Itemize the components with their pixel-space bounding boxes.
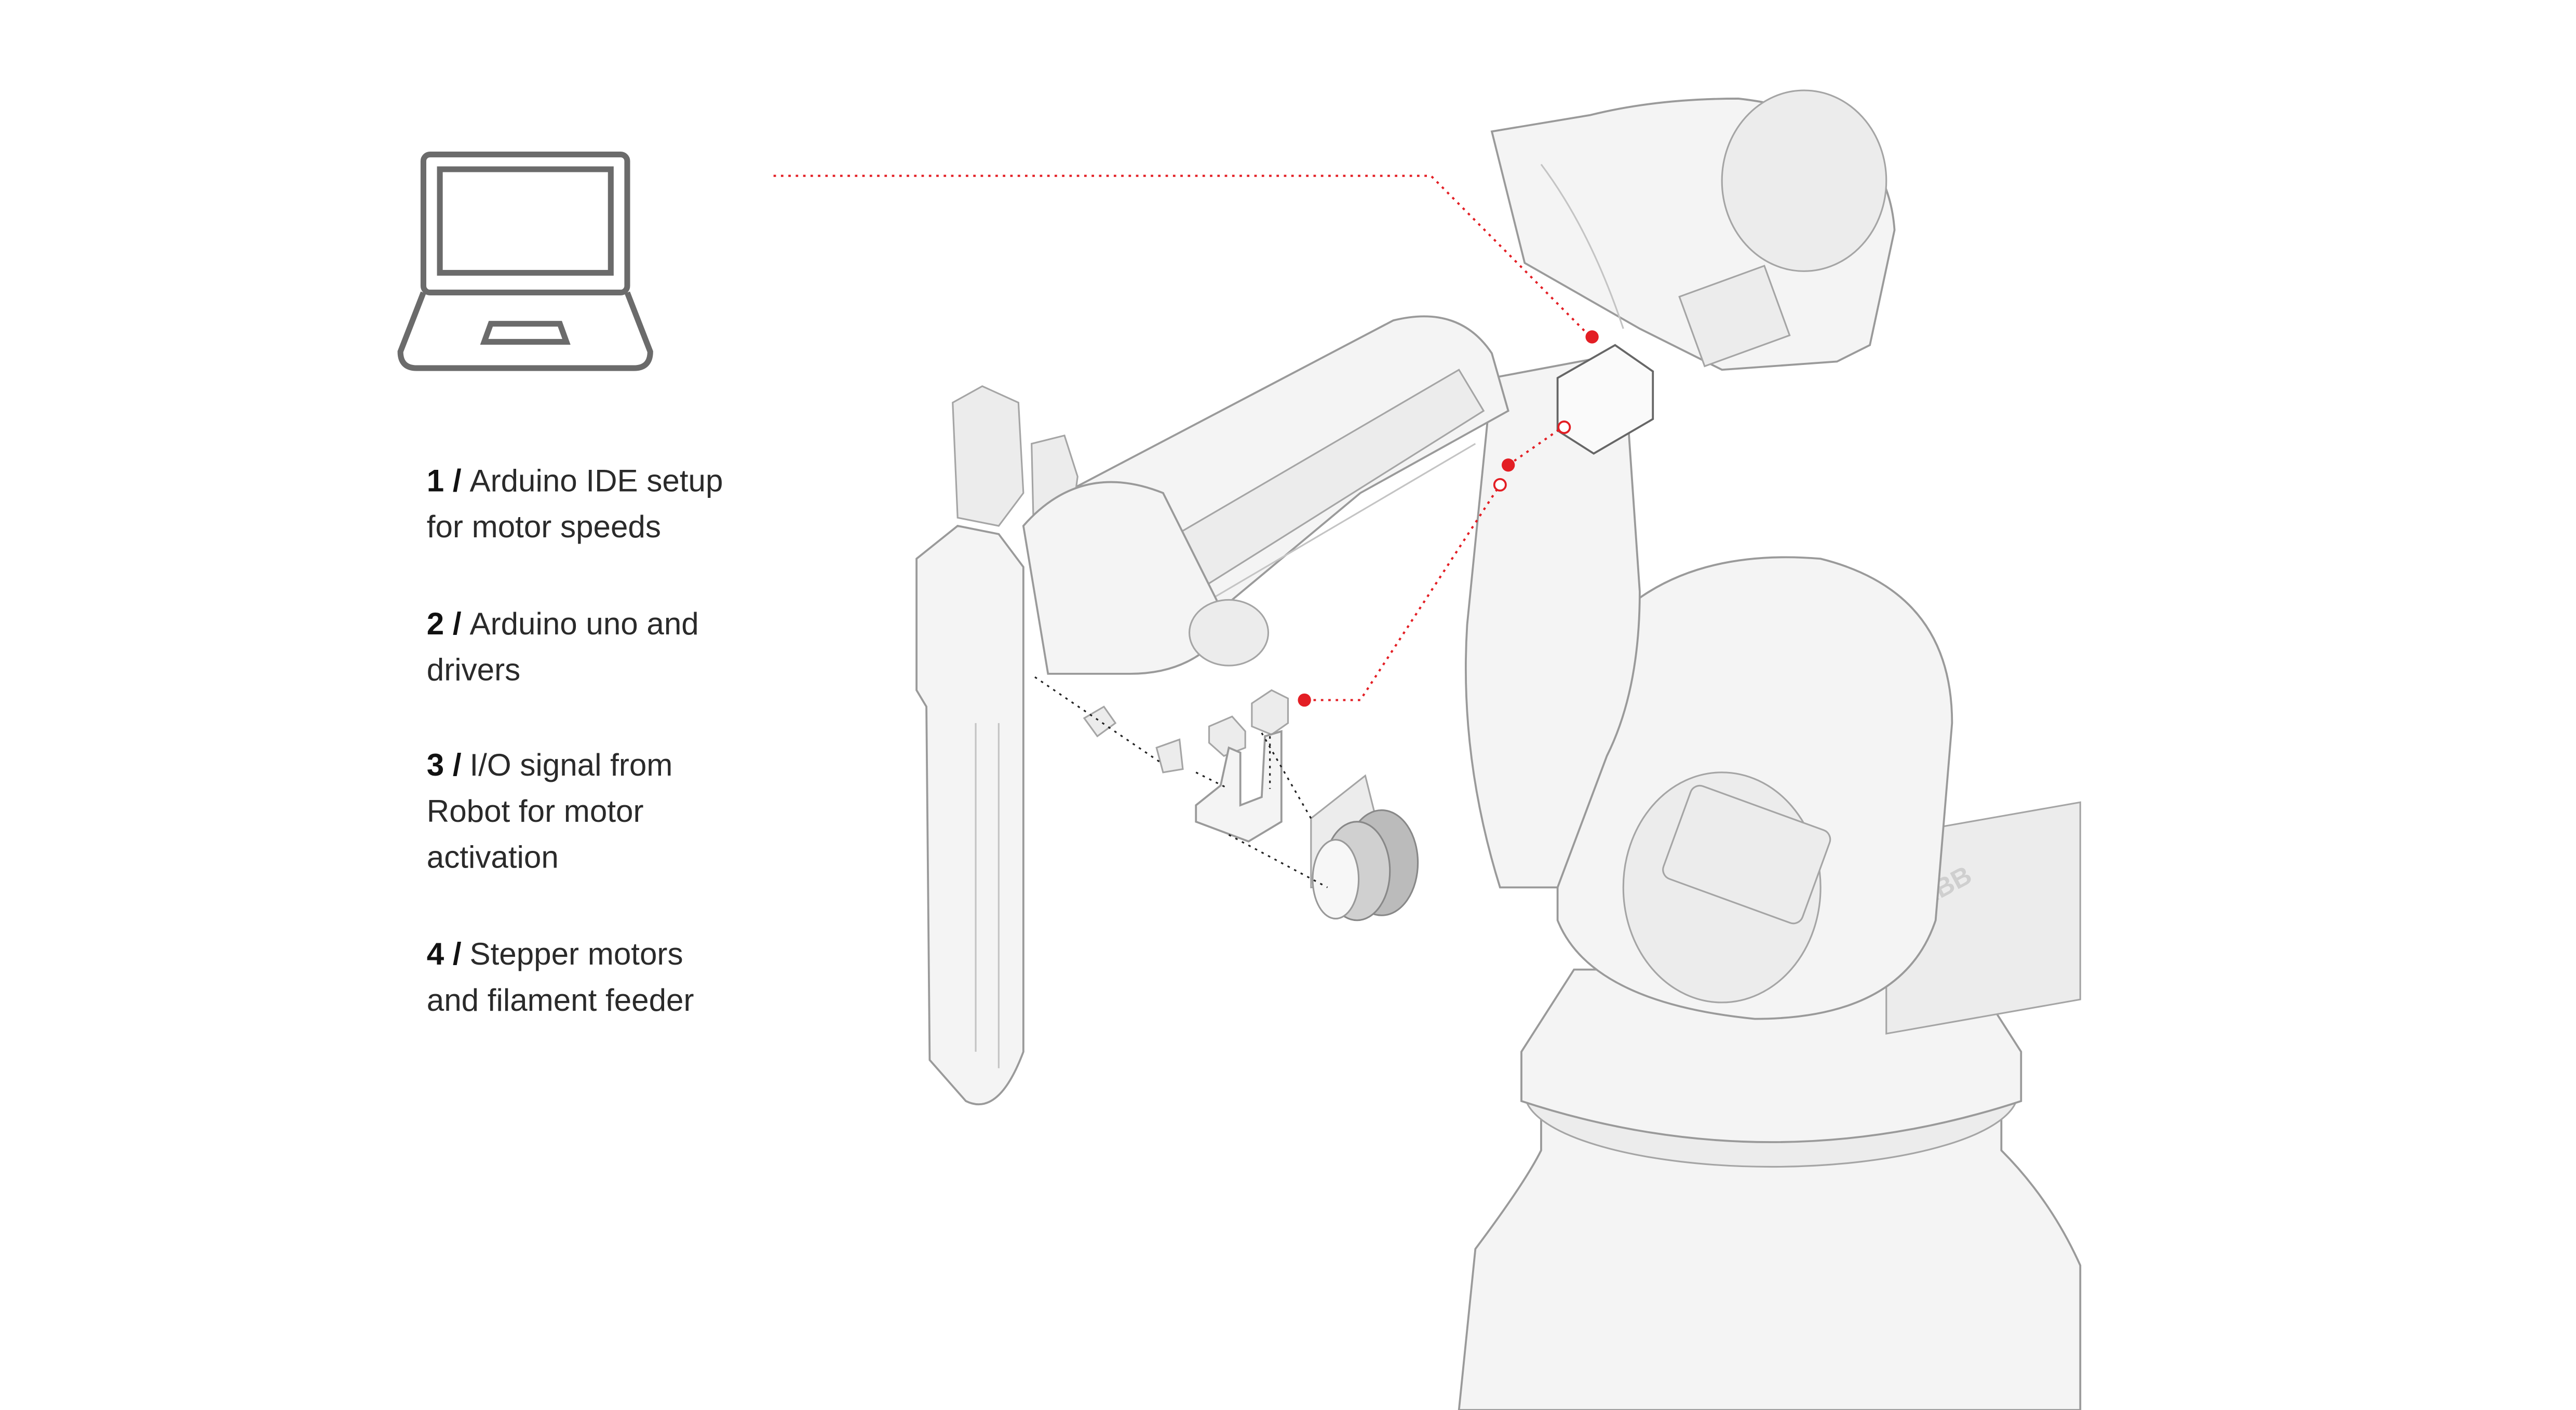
arduino-box [1556,344,1654,455]
extruder-top-motor [952,385,1024,527]
robot-arm-illustration: ABB [915,89,2082,1410]
upper-arm-edge [1195,443,1476,609]
frame-bracket [1195,730,1283,843]
housing-joint [1721,89,1887,272]
callout-lines [773,174,1599,707]
robot-lower-arm [1465,352,1641,889]
spool-face [1312,838,1360,920]
callout-motor [1306,484,1501,701]
red-marker-hollow-1 [1557,421,1571,435]
callout-laptop-to-controller [773,174,1592,338]
housing-cable [1540,164,1624,329]
extruder-tool [915,524,1024,1106]
housing-motor [1678,264,1791,368]
feeder-fitting [1083,706,1117,738]
turret-motor [1662,784,1831,925]
robot-wrist [1022,481,1230,675]
feeder-mount [1155,738,1184,774]
wrist-joint [1188,599,1270,667]
red-marker-1 [1585,330,1599,344]
filament-feeder-assembly [1034,676,1419,921]
driver-board [1208,715,1246,757]
red-marker-3 [1298,693,1311,707]
laptop-icon [397,152,653,371]
stepper-motor [1251,689,1289,736]
red-marker-2 [1502,458,1515,472]
red-marker-hollow-2 [1493,478,1507,492]
extruder-barrel-edges [975,723,1000,1068]
